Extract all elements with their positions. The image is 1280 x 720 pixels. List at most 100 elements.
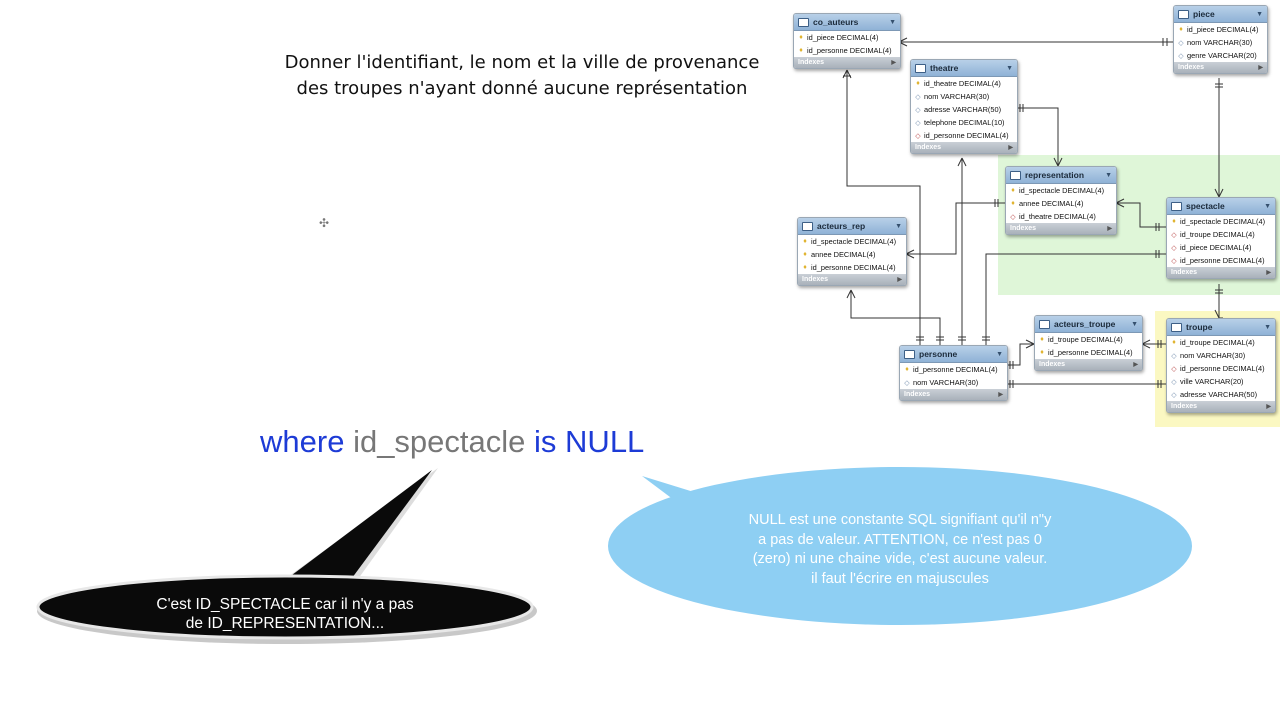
table-acteurs-troupe[interactable]: acteurs_troupe▼♦id_troupe DECIMAL(4)♦id_…: [1034, 315, 1143, 371]
primary-key-icon: ♦: [803, 251, 807, 258]
expand-arrow-icon[interactable]: ▶: [1008, 145, 1013, 151]
table-column-row[interactable]: ◇genre VARCHAR(20): [1174, 49, 1267, 62]
table-name: spectacle: [1186, 201, 1225, 211]
table-column-row[interactable]: ♦id_troupe DECIMAL(4): [1035, 333, 1142, 346]
table-column-row[interactable]: ◇id_personne DECIMAL(4): [911, 129, 1017, 142]
table-column-row[interactable]: ◇id_personne DECIMAL(4): [1167, 362, 1275, 375]
table-acteurs-rep[interactable]: acteurs_rep▼♦id_spectacle DECIMAL(4)♦ann…: [797, 217, 907, 286]
blue-speech-bubble: [608, 467, 1192, 625]
table-header[interactable]: piece▼: [1174, 6, 1267, 23]
expand-arrow-icon[interactable]: ▶: [891, 60, 896, 66]
column-icon: ◇: [915, 119, 921, 127]
table-header[interactable]: troupe▼: [1167, 319, 1275, 336]
table-column-row[interactable]: ♦id_personne DECIMAL(4): [1035, 346, 1142, 359]
collapse-arrow-icon[interactable]: ▼: [889, 18, 896, 26]
indexes-section[interactable]: Indexes▶: [911, 142, 1017, 153]
foreign-key-icon: ◇: [915, 132, 921, 140]
table-column-row[interactable]: ◇id_troupe DECIMAL(4): [1167, 228, 1275, 241]
indexes-section[interactable]: Indexes▶: [1167, 401, 1275, 412]
table-header[interactable]: spectacle ▼: [1167, 198, 1275, 215]
primary-key-icon: ♦: [1040, 349, 1044, 356]
table-column-row[interactable]: ♦id_personne DECIMAL(4): [798, 261, 906, 274]
indexes-section[interactable]: Indexes ▶: [1006, 223, 1116, 234]
table-column-row[interactable]: ◇nom VARCHAR(30): [911, 90, 1017, 103]
column-definition: nom VARCHAR(30): [924, 92, 990, 101]
expand-arrow-icon[interactable]: ▶: [1107, 226, 1112, 232]
table-column-row[interactable]: ◇id_theatre DECIMAL(4): [1006, 210, 1116, 223]
table-spectacle[interactable]: spectacle ▼ ♦id_spectacle DECIMAL(4)◇id_tr…: [1166, 197, 1276, 279]
collapse-arrow-icon[interactable]: ▼: [1264, 323, 1271, 331]
column-definition: id_theatre DECIMAL(4): [924, 79, 1001, 88]
indexes-section[interactable]: Indexes▶: [794, 57, 900, 68]
table-troupe[interactable]: troupe▼♦id_troupe DECIMAL(4)◇nom VARCHAR…: [1166, 318, 1276, 413]
table-column-row[interactable]: ◇nom VARCHAR(30): [900, 376, 1007, 389]
table-column-row[interactable]: ♦annee DECIMAL(4): [1006, 197, 1116, 210]
indexes-section[interactable]: Indexes ▶: [798, 274, 906, 285]
table-column-row[interactable]: ◇adresse VARCHAR(50): [1167, 388, 1275, 401]
blue-bubble-text: NULL est une constante SQL signifiant qu…: [720, 511, 1080, 589]
expand-arrow-icon[interactable]: ▶: [1266, 404, 1271, 410]
question-line-2: des troupes n'ayant donné aucune représe…: [296, 78, 748, 99]
black-bubble-line-2: de ID_REPRESENTATION...: [185, 615, 385, 632]
table-header[interactable]: acteurs_rep▼: [798, 218, 906, 235]
table-header[interactable]: theatre▼: [911, 60, 1017, 77]
primary-key-icon: ♦: [803, 264, 807, 271]
table-column-row[interactable]: ♦id_piece DECIMAL(4): [1174, 23, 1267, 36]
indexes-section[interactable]: Indexes ▶: [1035, 359, 1142, 370]
table-column-row[interactable]: ♦id_personne DECIMAL(4): [900, 363, 1007, 376]
primary-key-icon: ♦: [1040, 336, 1044, 343]
indexes-label: Indexes: [1010, 225, 1037, 232]
column-definition: telephone DECIMAL(10): [924, 118, 1005, 127]
collapse-arrow-icon[interactable]: ▼: [1006, 64, 1013, 72]
indexes-section[interactable]: Indexes▶: [1174, 62, 1267, 73]
table-header[interactable]: acteurs_troupe▼: [1035, 316, 1142, 333]
table-header[interactable]: representation▼: [1006, 167, 1116, 184]
collapse-arrow-icon[interactable]: ▼: [895, 222, 902, 230]
indexes-section[interactable]: Indexes▶: [900, 389, 1007, 400]
expand-arrow-icon[interactable]: ▶: [1266, 270, 1271, 276]
expand-arrow-icon[interactable]: ▶: [998, 392, 1003, 398]
table-column-row[interactable]: ◇nom VARCHAR(30): [1174, 36, 1267, 49]
table-column-row[interactable]: ◇telephone DECIMAL(10): [911, 116, 1017, 129]
table-column-row[interactable]: ♦id_spectacle DECIMAL(4): [1006, 184, 1116, 197]
table-theatre[interactable]: theatre▼♦id_theatre DECIMAL(4)◇nom VARCH…: [910, 59, 1018, 154]
table-column-row[interactable]: ♦id_personne DECIMAL(4): [794, 44, 900, 57]
table-co-auteurs[interactable]: co_auteurs▼♦id_piece DECIMAL(4)♦id_perso…: [793, 13, 901, 69]
table-column-row[interactable]: ♦id_troupe DECIMAL(4): [1167, 336, 1275, 349]
collapse-arrow-icon[interactable]: ▼: [1131, 320, 1138, 328]
column-icon: ◇: [1178, 52, 1184, 60]
table-header[interactable]: co_auteurs▼: [794, 14, 900, 31]
indexes-label: Indexes: [802, 276, 829, 283]
question-line-1: Donner l'identifiant, le nom et la ville…: [284, 52, 760, 73]
primary-key-icon: ♦: [799, 47, 803, 54]
table-column-row[interactable]: ◇id_personne DECIMAL(4): [1167, 254, 1275, 267]
primary-key-icon: ♦: [1011, 200, 1015, 207]
table-column-row[interactable]: ♦annee DECIMAL(4): [798, 248, 906, 261]
collapse-arrow-icon[interactable]: ▼: [1105, 171, 1112, 179]
blue-bubble-line-1: NULL est une constante SQL signifiant qu…: [748, 512, 1052, 528]
indexes-section[interactable]: Indexes▶: [1167, 267, 1275, 278]
table-column-row[interactable]: ◇ville VARCHAR(20): [1167, 375, 1275, 388]
table-column-row[interactable]: ♦id_spectacle DECIMAL(4): [798, 235, 906, 248]
table-column-row[interactable]: ♦id_piece DECIMAL(4): [794, 31, 900, 44]
table-column-row[interactable]: ♦id_spectacle DECIMAL(4): [1167, 215, 1275, 228]
primary-key-icon: ♦: [916, 80, 920, 87]
table-column-row[interactable]: ◇nom VARCHAR(30): [1167, 349, 1275, 362]
table-column-row[interactable]: ◇adresse VARCHAR(50): [911, 103, 1017, 116]
table-personne[interactable]: personne▼♦id_personne DECIMAL(4)◇nom VAR…: [899, 345, 1008, 401]
table-piece[interactable]: piece▼♦id_piece DECIMAL(4)◇nom VARCHAR(3…: [1173, 5, 1268, 74]
expand-arrow-icon[interactable]: ▶: [1133, 362, 1138, 368]
collapse-arrow-icon[interactable]: ▼: [1256, 10, 1263, 18]
table-representation[interactable]: representation▼♦id_spectacle DECIMAL(4)♦…: [1005, 166, 1117, 235]
table-column-row[interactable]: ♦ id_theatre DECIMAL(4): [911, 77, 1017, 90]
column-definition: id_troupe DECIMAL(4): [1180, 230, 1255, 239]
collapse-arrow-icon[interactable]: ▼: [996, 350, 1003, 358]
table-column-row[interactable]: ◇id_piece DECIMAL(4): [1167, 241, 1275, 254]
expand-arrow-icon[interactable]: ▶: [897, 277, 902, 283]
primary-key-icon: ♦: [803, 238, 807, 245]
collapse-arrow-icon[interactable]: ▼: [1264, 202, 1271, 210]
indexes-label: Indexes: [1039, 361, 1066, 368]
table-header[interactable]: personne▼: [900, 346, 1007, 363]
column-definition: id_personne DECIMAL(4): [1180, 256, 1265, 265]
expand-arrow-icon[interactable]: ▶: [1258, 65, 1263, 71]
